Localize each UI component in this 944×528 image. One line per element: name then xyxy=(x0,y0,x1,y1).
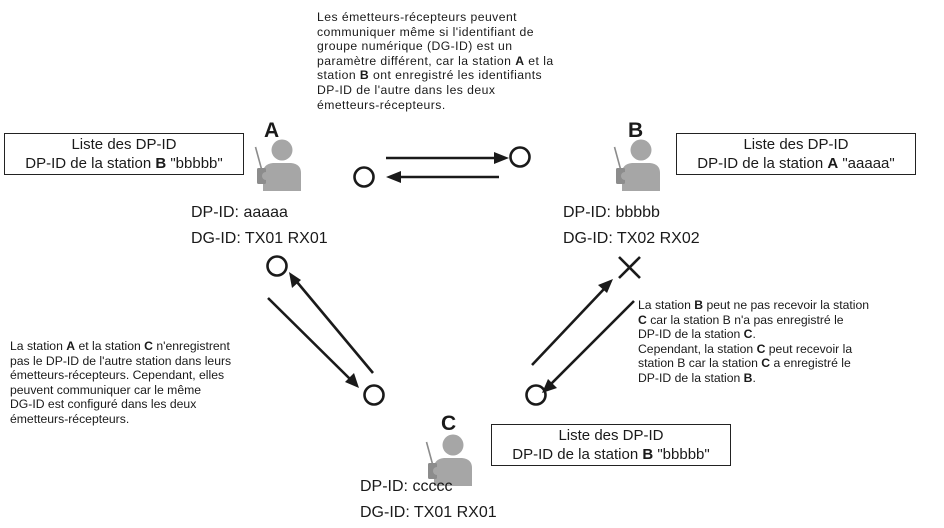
station-a-dp-id-list: Liste des DP-ID DP-ID de la station B "b… xyxy=(4,133,244,175)
left-note-line: peuvent communiquer car le même xyxy=(10,382,202,397)
left-note-line: émetteurs-récepteurs. xyxy=(10,411,130,426)
station-c-ids: DP-ID: ccccc DG-ID: TX01 RX01 xyxy=(360,474,497,526)
top-note-line: paramètre différent, car la station A et… xyxy=(317,53,554,68)
station-c-dp-id-list: Liste des DP-ID DP-ID de la station B "b… xyxy=(491,424,731,466)
c-receives-b-ok-icon xyxy=(525,384,547,406)
dg-id-value: DG-ID: TX01 RX01 xyxy=(191,230,328,247)
station-b-person-icon xyxy=(613,138,661,192)
station-a-ids: DP-ID: aaaaa DG-ID: TX01 RX01 xyxy=(191,200,328,252)
list-entry: DP-ID de la station A "aaaaa" xyxy=(697,155,895,172)
a-receives-b-ok-icon xyxy=(353,166,375,188)
list-title: Liste des DP-ID xyxy=(558,427,664,444)
arrow-b-to-a-icon xyxy=(386,171,499,183)
station-a-person-icon xyxy=(254,138,302,192)
arrow-a-to-b-icon xyxy=(386,152,509,164)
top-note-line: communiquer même si l'identifiant de xyxy=(317,24,535,39)
top-note-line: émetteurs-récepteurs. xyxy=(317,97,446,112)
right-note-line: La station B peut ne pas recevoir la sta… xyxy=(638,298,870,312)
c-receives-a-ok-icon xyxy=(363,384,385,406)
right-note: La station B peut ne pas recevoir la sta… xyxy=(638,298,940,386)
b-receives-c-fail-icon xyxy=(618,256,641,279)
left-note-line: pas le DP-ID de l'autre station dans leu… xyxy=(10,353,232,368)
top-note-line: Les émetteurs-récepteurs peuvent xyxy=(317,10,518,24)
list-title: Liste des DP-ID xyxy=(71,136,177,153)
list-entry: DP-ID de la station B "bbbbb" xyxy=(512,446,710,463)
a-receives-c-ok-icon xyxy=(266,255,288,277)
station-b-label: B xyxy=(628,119,644,142)
station-b-dp-id-list: Liste des DP-ID DP-ID de la station A "a… xyxy=(676,133,916,175)
station-c-label: C xyxy=(441,412,457,435)
right-note-line: DP-ID de la station B. xyxy=(638,370,756,385)
list-title: Liste des DP-ID xyxy=(743,136,849,153)
top-note-line: groupe numérique (DG-ID) est un xyxy=(317,39,513,54)
dp-id-value: DP-ID: aaaaa xyxy=(191,204,288,221)
arrow-a-to-c-icon xyxy=(267,297,359,388)
right-note-line: station B car la station C a enregistré … xyxy=(638,356,851,371)
right-note-line: Cependant, la station C peut recevoir la xyxy=(638,341,853,356)
station-b-ids: DP-ID: bbbbb DG-ID: TX02 RX02 xyxy=(563,200,700,252)
list-entry: DP-ID de la station B "bbbbb" xyxy=(25,155,223,172)
arrow-c-to-a-icon xyxy=(289,272,374,374)
arrow-c-to-b-icon xyxy=(531,279,613,366)
left-note-line: La station A et la station C n'enregistr… xyxy=(10,339,230,353)
arrow-b-to-c-icon xyxy=(542,300,635,393)
dp-id-value: DP-ID: bbbbb xyxy=(563,204,660,221)
station-a-label: A xyxy=(264,119,280,142)
dg-id-value: DG-ID: TX02 RX02 xyxy=(563,230,700,247)
right-note-line: DP-ID de la station C. xyxy=(638,327,756,342)
top-note-line: DP-ID de l'autre dans les deux xyxy=(317,82,496,97)
left-note-line: DG-ID est configuré dans les deux xyxy=(10,397,197,412)
dg-id-value: DG-ID: TX01 RX01 xyxy=(360,504,497,521)
left-note-line: émetteurs-récepteurs. Cependant, elles xyxy=(10,368,225,383)
dp-id-value: DP-ID: ccccc xyxy=(360,478,453,495)
right-note-line: C car la station B n'a pas enregistré le xyxy=(638,312,844,327)
top-note: Les émetteurs-récepteurs peuvent communi… xyxy=(317,10,603,112)
top-note-line: station B ont enregistré les identifiant… xyxy=(317,68,543,83)
b-receives-a-ok-icon xyxy=(509,146,531,168)
left-note: La station A et la station C n'enregistr… xyxy=(10,339,307,427)
